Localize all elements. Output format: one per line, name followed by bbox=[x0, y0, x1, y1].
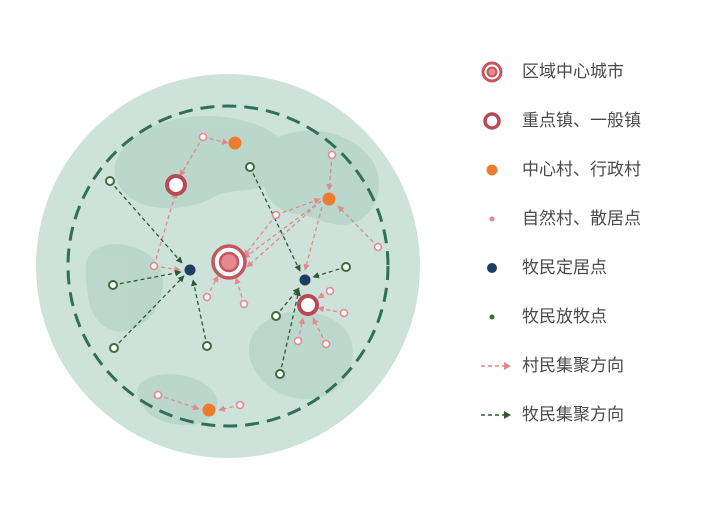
natural-village bbox=[327, 150, 337, 160]
natural-village bbox=[153, 390, 163, 400]
natural-village bbox=[149, 261, 159, 271]
land-patch-west bbox=[85, 244, 164, 332]
villager-arrow bbox=[246, 200, 322, 268]
herder-grazing-point bbox=[105, 176, 115, 186]
legend-label: 牧民定居点 bbox=[522, 258, 607, 278]
legend-label: 重点镇、一般镇 bbox=[522, 111, 641, 131]
natural-village bbox=[339, 308, 349, 318]
herder-grazing-point bbox=[341, 262, 351, 272]
legend-label: 牧民放牧点 bbox=[522, 307, 607, 327]
boundary-ring bbox=[66, 104, 390, 428]
land-patch-east bbox=[248, 311, 353, 400]
villager-arrow bbox=[153, 191, 178, 267]
legend-item-villager-arrow: 村民集聚方向 bbox=[478, 352, 718, 401]
land-patch-northeast bbox=[263, 130, 379, 226]
herder-settlements bbox=[184, 264, 311, 286]
villager-arrow bbox=[243, 214, 277, 257]
village-symbol-icon bbox=[486, 164, 498, 176]
legend: 区域中心城市 重点镇、一般镇 中心村、行政村 自然村、散居点 牧民定居点 牧民放… bbox=[478, 58, 718, 450]
villager-arrow bbox=[243, 200, 322, 259]
legend-label: 村民集聚方向 bbox=[522, 356, 624, 376]
villager-arrow bbox=[234, 277, 245, 305]
legend-label: 中心村、行政村 bbox=[522, 160, 641, 180]
natural-village bbox=[325, 286, 335, 296]
villager-arrow bbox=[326, 154, 333, 191]
towns bbox=[165, 174, 319, 316]
villager-arrow bbox=[179, 136, 204, 177]
natural-village bbox=[271, 210, 281, 220]
natural-village bbox=[235, 400, 245, 410]
land-patches bbox=[85, 115, 379, 426]
herder-grazing-point bbox=[271, 311, 281, 321]
villager-arrow bbox=[337, 205, 379, 248]
herder-arrow-icon bbox=[481, 411, 511, 419]
herder-grazing-points bbox=[105, 162, 351, 379]
herder-grazing-point bbox=[108, 280, 118, 290]
land-patch-northwest bbox=[114, 115, 291, 209]
natural-villages bbox=[149, 132, 383, 410]
legend-item-city: 区域中心城市 bbox=[478, 58, 718, 107]
legend-item-village: 中心村、行政村 bbox=[478, 156, 718, 205]
villager-arrow bbox=[153, 265, 181, 273]
villager-arrow bbox=[157, 394, 200, 411]
legend-label: 区域中心城市 bbox=[522, 62, 624, 82]
legend-item-herder-point: 牧民放牧点 bbox=[478, 303, 718, 352]
herder-point-symbol-icon bbox=[489, 314, 495, 320]
villager-arrow bbox=[202, 136, 229, 145]
natural-village bbox=[202, 292, 212, 302]
natural-village bbox=[198, 132, 208, 142]
town-marker bbox=[165, 174, 187, 196]
town-marker bbox=[297, 294, 319, 316]
hamlet-symbol-icon bbox=[489, 216, 495, 222]
town-symbol-icon bbox=[483, 112, 501, 130]
legend-item-hamlet: 自然村、散居点 bbox=[478, 205, 718, 254]
villager-arrow bbox=[303, 206, 323, 271]
regional-center-city bbox=[211, 244, 247, 280]
legend-item-town: 重点镇、一般镇 bbox=[478, 107, 718, 156]
herder-settlement bbox=[184, 264, 196, 276]
natural-village bbox=[373, 242, 383, 252]
legend-label: 牧民集聚方向 bbox=[522, 405, 624, 425]
herder-settlement-symbol-icon bbox=[487, 263, 497, 273]
villager-arrow bbox=[275, 197, 321, 216]
villager-arrow bbox=[317, 305, 345, 314]
herder-grazing-point bbox=[109, 343, 119, 353]
natural-village bbox=[239, 299, 249, 309]
legend-item-herder-settlement: 牧民定居点 bbox=[478, 254, 718, 303]
villager-arrow bbox=[312, 317, 327, 345]
central-village bbox=[322, 192, 336, 206]
herder-grazing-point bbox=[245, 162, 255, 172]
herder-arrow bbox=[112, 269, 182, 286]
central-villages bbox=[202, 136, 336, 417]
herder-arrow bbox=[191, 279, 208, 347]
legend-item-herder-arrow: 牧民集聚方向 bbox=[478, 401, 718, 450]
natural-village bbox=[293, 336, 303, 346]
herder-arrow bbox=[113, 275, 185, 349]
central-village bbox=[228, 136, 242, 150]
herder-settlement bbox=[299, 274, 311, 286]
natural-village bbox=[321, 339, 331, 349]
herder-grazing-point bbox=[275, 369, 285, 379]
herder-grazing-point bbox=[202, 341, 212, 351]
land-patch-south bbox=[136, 374, 218, 426]
herder-arrow bbox=[312, 266, 347, 279]
city-symbol-icon bbox=[481, 61, 503, 83]
herder-arrow bbox=[279, 289, 301, 375]
central-village bbox=[202, 403, 216, 417]
villager-arrow-icon bbox=[481, 362, 511, 370]
legend-label: 自然村、散居点 bbox=[522, 209, 641, 229]
